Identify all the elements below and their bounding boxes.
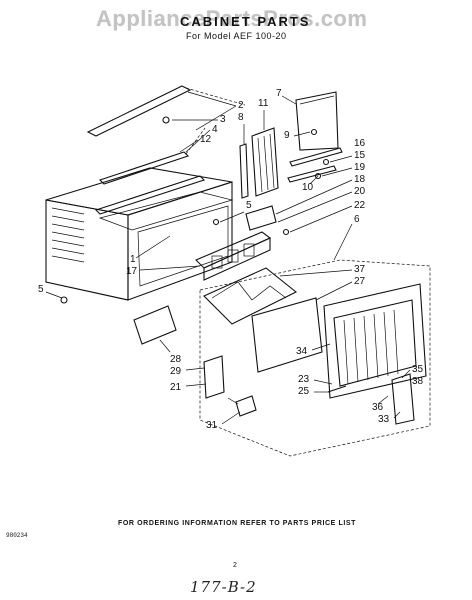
callout-18: 18 — [354, 174, 366, 185]
callout-16: 16 — [354, 138, 366, 149]
callout-36: 36 — [372, 402, 384, 413]
front-bracket — [195, 205, 277, 281]
callout-37: 37 — [354, 264, 366, 275]
ordering-note: FOR ORDERING INFORMATION REFER TO PARTS … — [118, 520, 357, 527]
callout-5: 5 — [246, 200, 252, 211]
callout-29: 29 — [170, 366, 182, 377]
callout-3: 3 — [220, 114, 226, 125]
callout-12: 12 — [200, 134, 212, 145]
side-panel-parts — [239, 91, 343, 199]
callout-33: 33 — [378, 414, 390, 425]
callout-2: 2 — [238, 100, 244, 111]
callout-8: 8 — [238, 112, 244, 123]
callouts: 2 3 4 12 8 11 7 9 16 15 19 18 20 10 5 22… — [38, 88, 424, 431]
callout-15: 15 — [354, 150, 366, 161]
callout-20: 20 — [354, 186, 366, 197]
callout-22: 22 — [354, 200, 366, 211]
callout-38: 38 — [412, 376, 424, 387]
callout-10: 10 — [302, 182, 314, 193]
callout-17: 17 — [126, 266, 138, 277]
callout-21: 21 — [170, 382, 182, 393]
callout-11: 11 — [258, 98, 269, 109]
handwritten-note: 177-B-2 — [190, 578, 257, 596]
page-number: 2 — [233, 562, 237, 569]
fasteners — [60, 116, 330, 304]
document-code: 980234 — [6, 532, 28, 539]
page-title: CABINET PARTS — [180, 14, 311, 29]
front-grille-assembly — [199, 259, 431, 457]
callout-25: 25 — [298, 386, 310, 397]
callout-31: 31 — [206, 420, 218, 431]
callout-7: 7 — [276, 88, 282, 99]
callout-4: 4 — [212, 124, 218, 135]
model-subtitle: For Model AEF 100-20 — [186, 31, 287, 41]
callout-27: 27 — [354, 276, 366, 287]
callout-28: 28 — [170, 354, 182, 365]
callout-9: 9 — [284, 130, 290, 141]
top-rails — [86, 85, 246, 215]
callout-35: 35 — [412, 364, 424, 375]
watermark-logo: AppliancePartsPros.com — [96, 6, 368, 31]
callout-6: 6 — [354, 214, 360, 225]
filter-element — [203, 267, 298, 325]
cabinet-shell — [45, 167, 234, 301]
callout-34: 34 — [296, 346, 308, 357]
callout-1: 1 — [130, 254, 136, 265]
callout-5-left: 5 — [38, 284, 44, 295]
callout-19: 19 — [354, 162, 366, 173]
callout-23: 23 — [298, 374, 310, 385]
cabinet-louvers — [51, 207, 85, 263]
control-bracket — [133, 305, 257, 417]
